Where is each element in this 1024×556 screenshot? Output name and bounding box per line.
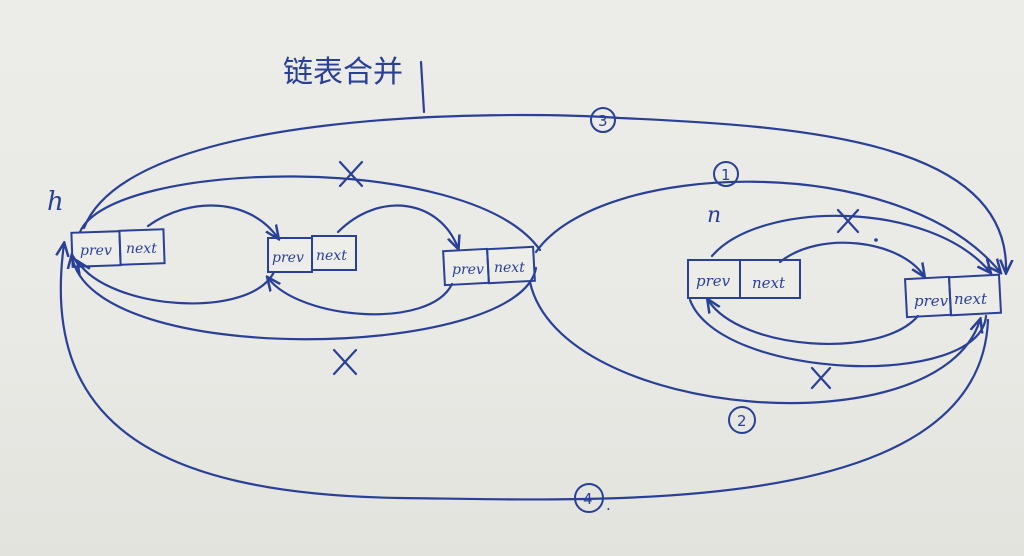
link-l1-node3-prev	[268, 278, 454, 316]
head-label-h: h	[47, 187, 64, 217]
marker-3: 3	[590, 107, 616, 133]
link-l1-node2-prev	[78, 262, 276, 305]
diagram-title: 链表合并	[283, 55, 403, 90]
svg-text:4: 4	[583, 490, 593, 508]
list2-node-2: prev next	[903, 273, 1003, 319]
merge-link-4	[61, 244, 990, 501]
node-prev-cell	[267, 237, 313, 273]
list2-node-1: prev next	[687, 259, 801, 299]
svg-text:3: 3	[598, 112, 608, 130]
marker-1: 1	[713, 161, 739, 187]
node-prev-label: prev	[272, 250, 304, 266]
node-next-cell	[947, 273, 1003, 317]
node-next-cell	[486, 245, 536, 285]
head-label-n: n	[707, 203, 721, 228]
link-l1-old-top	[78, 175, 542, 252]
node-prev-label: prev	[452, 262, 484, 278]
node-next-label: next	[954, 290, 988, 308]
dot-mark	[874, 238, 878, 242]
list1-node-3: prev next	[442, 245, 536, 287]
node-prev-label: prev	[80, 243, 112, 259]
node-next-cell	[739, 259, 801, 299]
merge-link-3	[82, 113, 1006, 272]
cross-mark-bottom-left	[332, 348, 358, 376]
link-l1-node1-next	[146, 204, 278, 238]
node-next-cell	[118, 228, 166, 266]
list1-node-1: prev next	[70, 228, 166, 268]
svg-text:2: 2	[737, 412, 747, 430]
node-next-cell	[311, 235, 357, 271]
node-next-label: next	[494, 260, 525, 276]
link-l2-node2-prev	[708, 300, 920, 345]
cross-mark-top-left	[338, 160, 364, 188]
marker-4-dot: .	[606, 496, 611, 514]
cross-mark-top-right	[836, 208, 860, 234]
merge-link-1	[534, 180, 1000, 272]
node-next-label: next	[752, 274, 786, 292]
svg-text:1: 1	[721, 166, 731, 184]
merge-link-2	[528, 280, 980, 405]
node-next-label: next	[126, 241, 157, 257]
marker-2: 2	[728, 406, 756, 434]
title-stroke	[419, 60, 426, 114]
link-l1-old-bottom	[72, 256, 538, 341]
cross-mark-bottom-right	[810, 366, 832, 390]
node-prev-label: prev	[914, 292, 949, 310]
link-l2-old-top	[710, 214, 990, 272]
link-l1-node2-next	[336, 204, 458, 248]
list1-node-2: prev next	[267, 235, 357, 273]
node-next-label: next	[316, 248, 347, 264]
node-prev-label: prev	[696, 272, 731, 290]
link-l2-node1-next	[778, 241, 924, 276]
marker-4: 4 .	[574, 483, 611, 514]
